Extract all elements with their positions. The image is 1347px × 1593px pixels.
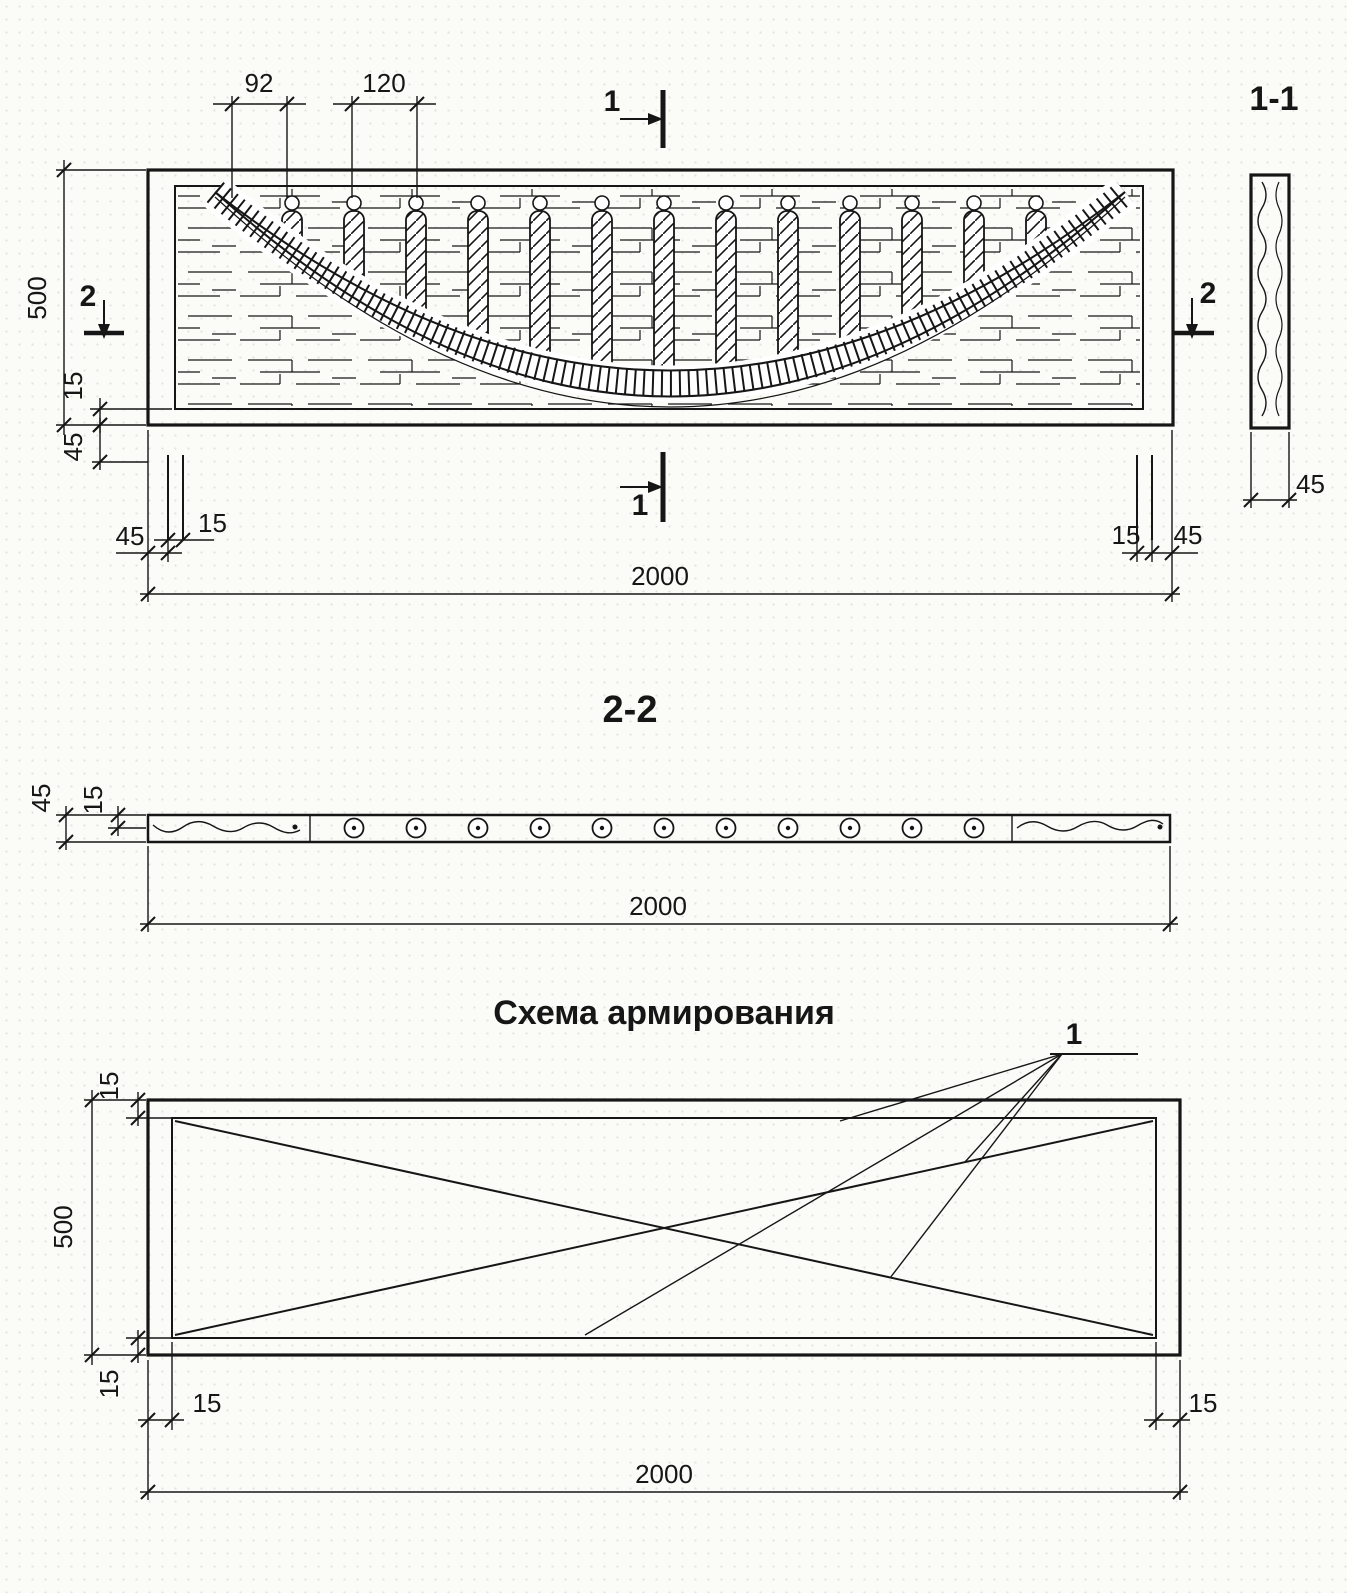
section-2-2-outline [146, 813, 1172, 844]
section-1-1-title: 1-1 [1249, 80, 1298, 118]
dim-45-section-2-2: 45 [26, 784, 146, 850]
dim-500-label: 500 [22, 276, 52, 319]
left-anchor-dot [292, 824, 298, 830]
rebar-callout: 1 [584, 1018, 1138, 1336]
section-1-1-profile-2 [1275, 181, 1283, 417]
dim-45-left: 45 [58, 417, 148, 470]
section-mark-1-bottom-label: 1 [632, 489, 649, 522]
left-end-profile [152, 820, 301, 834]
dim-2000-reinf-label: 2000 [635, 1459, 693, 1489]
section-2-2-title: 2-2 [603, 689, 658, 731]
dim-15-bottom-left-label: 15 [198, 508, 227, 538]
dim-45-section-2-2-label: 45 [26, 784, 56, 813]
dim-15-reinf-bl-label: 15 [193, 1388, 222, 1418]
dim-92-label: 92 [245, 68, 274, 98]
balusters [281, 195, 1047, 384]
section-1-1-outline [1249, 173, 1291, 430]
dim-15-section-2-2: 15 [78, 786, 146, 836]
panel-inner-frame [174, 185, 1144, 410]
dim-45-left-label: 45 [58, 433, 88, 462]
dim-15-bottom-left: 15 [154, 508, 227, 548]
reinforcement-outer-frame [146, 1098, 1182, 1357]
right-anchor-dot [1157, 824, 1163, 830]
dim-45-section-1-1-label: 45 [1296, 469, 1325, 499]
baluster-sections [343, 817, 985, 839]
dim-500-reinf-label: 500 [48, 1205, 78, 1248]
section-1-1-profile [1257, 181, 1267, 417]
section-mark-1-top: 1 [604, 85, 666, 148]
dim-500-reinf: 500 [48, 1090, 146, 1365]
dim-15-reinf-top: 15 [84, 1072, 172, 1126]
reinforcement-title: Схема армирования [493, 994, 835, 1032]
dim-2000-section-2-2-label: 2000 [629, 891, 687, 921]
dim-15-left-label: 15 [58, 372, 88, 401]
reinforcement-scheme-view: Схема армирования 1 15 500 [48, 994, 1217, 1500]
section-mark-2-left-label: 2 [80, 280, 97, 313]
dim-2000-section-2-2: 2000 [140, 846, 1178, 932]
dim-500: 500 [22, 160, 146, 435]
section-2-2-view: 2-2 45 [26, 689, 1178, 932]
section-mark-2-right: 2 [1174, 277, 1216, 339]
right-end-profile [1016, 819, 1164, 832]
dim-120: 120 [333, 68, 436, 198]
dim-15-reinf-top-label: 15 [94, 1072, 124, 1101]
dim-45-bottom-left: 45 [116, 430, 182, 602]
dim-15-reinf-bottom-label: 15 [94, 1370, 124, 1399]
section-1-1-view: 1-1 45 [1243, 80, 1325, 508]
dim-2000-main-label: 2000 [631, 561, 689, 591]
rebar-lines [174, 1120, 1154, 1336]
dim-15-section-2-2-label: 15 [78, 786, 108, 815]
dim-15-left: 15 [58, 372, 172, 433]
dim-45-bottom-right-label: 45 [1174, 520, 1203, 550]
dim-45-section-1-1: 45 [1243, 432, 1325, 508]
section-mark-1-top-label: 1 [604, 85, 621, 118]
dim-15-reinf-bottom-left: 15 [138, 1342, 221, 1430]
dim-15-reinf-bottom-right: 15 [1144, 1342, 1217, 1430]
dim-45-bottom-left-label: 45 [116, 521, 145, 551]
section-mark-1-bottom: 1 [620, 452, 666, 522]
dowel-lines [167, 455, 1153, 540]
main-elevation-view: 92 120 1 1 2 [22, 68, 1216, 602]
reinforcement-inner-frame [171, 1117, 1157, 1339]
rebar-callout-label: 1 [1066, 1018, 1083, 1051]
dim-15-bottom-right-label: 15 [1112, 520, 1141, 550]
dim-2000-reinf: 2000 [140, 1430, 1188, 1500]
section-mark-2-right-label: 2 [1200, 277, 1217, 310]
dim-15-reinf-br-label: 15 [1189, 1388, 1218, 1418]
rope-swag [203, 178, 1137, 408]
dim-120-label: 120 [362, 68, 405, 98]
dim-15-45-bottom-right: 15 45 [1112, 520, 1203, 562]
dim-92: 92 [213, 68, 306, 198]
panel-outer-frame [146, 168, 1175, 427]
section-mark-2-left: 2 [80, 280, 124, 339]
dim-2000-main: 2000 [140, 430, 1180, 602]
dim-15-reinf-bottom: 15 [94, 1330, 172, 1398]
